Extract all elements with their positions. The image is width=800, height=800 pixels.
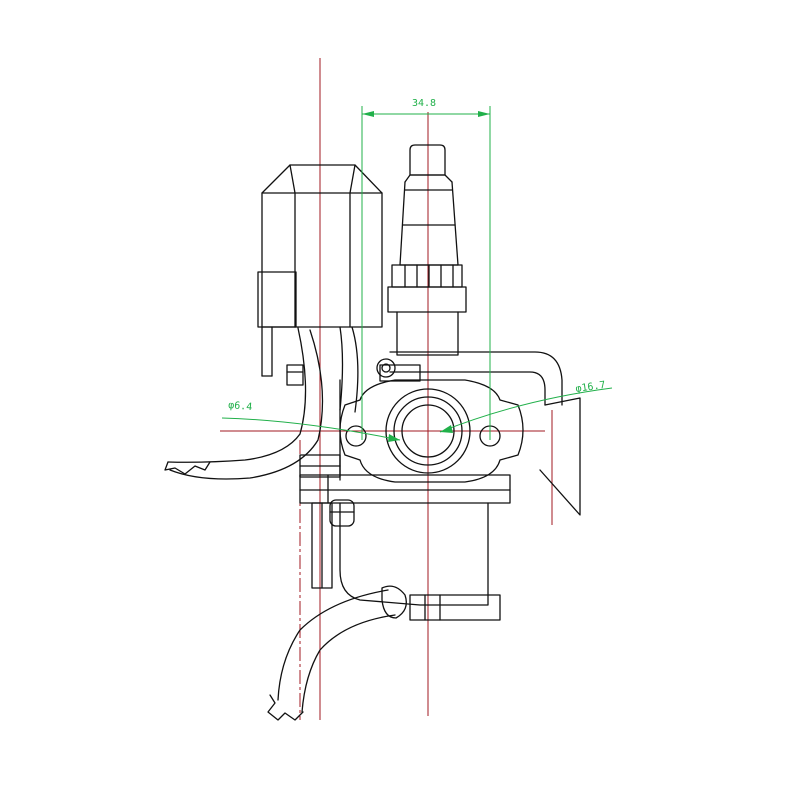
dimension-right-hole-label: φ16.7 [575,380,606,395]
throttle-stem [387,144,467,356]
intake-elbow [376,351,581,516]
centerlines [220,58,553,720]
dimension-right-hole: φ16.7 [439,380,613,433]
fuel-hose-upper-left [164,327,324,480]
drain-fitting [381,585,501,621]
flange-body [339,364,524,483]
choke-lever-assembly [257,164,383,413]
dimension-width-label: 34.8 [412,98,436,109]
dimension-left-hole: φ6.4 [221,400,401,442]
mount-hole-left [345,425,367,447]
fuel-hose-lower [267,589,396,721]
dimension-width: 34.8 [361,98,491,440]
float-bowl [299,454,511,606]
dimension-left-hole-label: φ6.4 [228,400,253,413]
